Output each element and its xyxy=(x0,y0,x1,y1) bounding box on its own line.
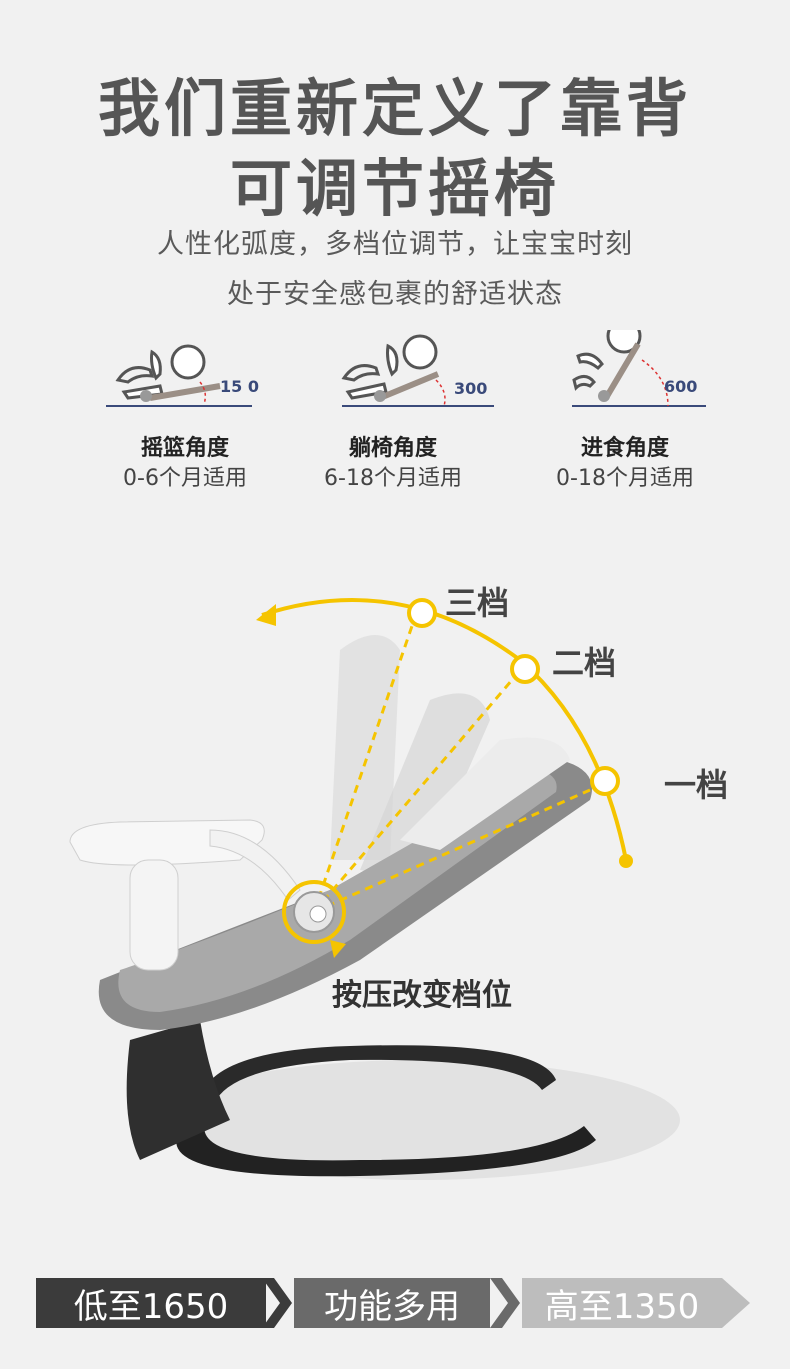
gear3-marker xyxy=(407,598,437,628)
bar-low: 低至1650 xyxy=(36,1278,266,1328)
lounger-mode-name: 躺椅角度 xyxy=(348,436,437,461)
gear1-marker xyxy=(590,766,620,796)
feeding-mode-name: 进食角度 xyxy=(580,436,669,461)
rocker-illustration xyxy=(69,598,680,1180)
lounger-angle-icon: 300 xyxy=(341,334,494,407)
bar-high: 高至1350 xyxy=(522,1278,722,1328)
gear3-label: 三档 xyxy=(445,584,510,622)
feeding-angle-label: 600 xyxy=(664,377,697,396)
mode-lounger: 300 躺椅角度 6-18个月适用 xyxy=(288,330,498,500)
arc-end-dot xyxy=(619,854,633,868)
ghost-backrest-3 xyxy=(330,635,400,860)
chevron-right-icon xyxy=(490,1278,520,1328)
subtitle-line-1: 人性化弧度，多档位调节，让宝宝时刻 xyxy=(157,229,633,260)
headrest xyxy=(400,737,570,850)
gear2-marker xyxy=(510,654,540,684)
subtitle-line-2: 处于安全感包裹的舒适状态 xyxy=(227,279,563,310)
headline-line-2: 可调节摇椅 xyxy=(229,152,560,225)
chevron-right-icon xyxy=(262,1278,292,1328)
cradle-angle-label: 15 0 xyxy=(220,377,259,396)
lounger-mode-age: 6-18个月适用 xyxy=(324,466,462,491)
gear2-label: 二档 xyxy=(552,644,617,682)
bar-middle: 功能多用 xyxy=(294,1278,490,1328)
cradle-mode-name: 摇篮角度 xyxy=(140,436,229,461)
knob-ring xyxy=(282,880,346,944)
ghost-backrest-2 xyxy=(360,693,490,880)
mode-feeding: 600 进食角度 0-18个月适用 xyxy=(520,330,730,500)
feeding-mode-age: 0-18个月适用 xyxy=(556,466,694,491)
headline-line-1: 我们重新定义了靠背 xyxy=(97,72,692,145)
gear1-label: 一档 xyxy=(664,766,729,804)
chevron-right-icon xyxy=(722,1278,750,1328)
mode-cradle: 15 0 摇篮角度 0-6个月适用 xyxy=(80,330,290,500)
arc-arrow-head xyxy=(256,604,276,626)
gear2-guide xyxy=(312,679,514,913)
lounger-angle-label: 300 xyxy=(454,379,487,398)
cradle-angle-icon: 15 0 xyxy=(106,344,259,407)
base-ring-back xyxy=(200,1045,556,1104)
tray-post xyxy=(129,859,179,971)
base-ring-front xyxy=(176,1120,596,1177)
knob-arrow xyxy=(330,940,346,958)
feeding-angle-icon: 600 xyxy=(572,330,706,407)
stand xyxy=(126,1020,230,1160)
press-hint: 按压改变档位 xyxy=(332,978,512,1013)
cradle-mode-age: 0-6个月适用 xyxy=(123,466,247,491)
